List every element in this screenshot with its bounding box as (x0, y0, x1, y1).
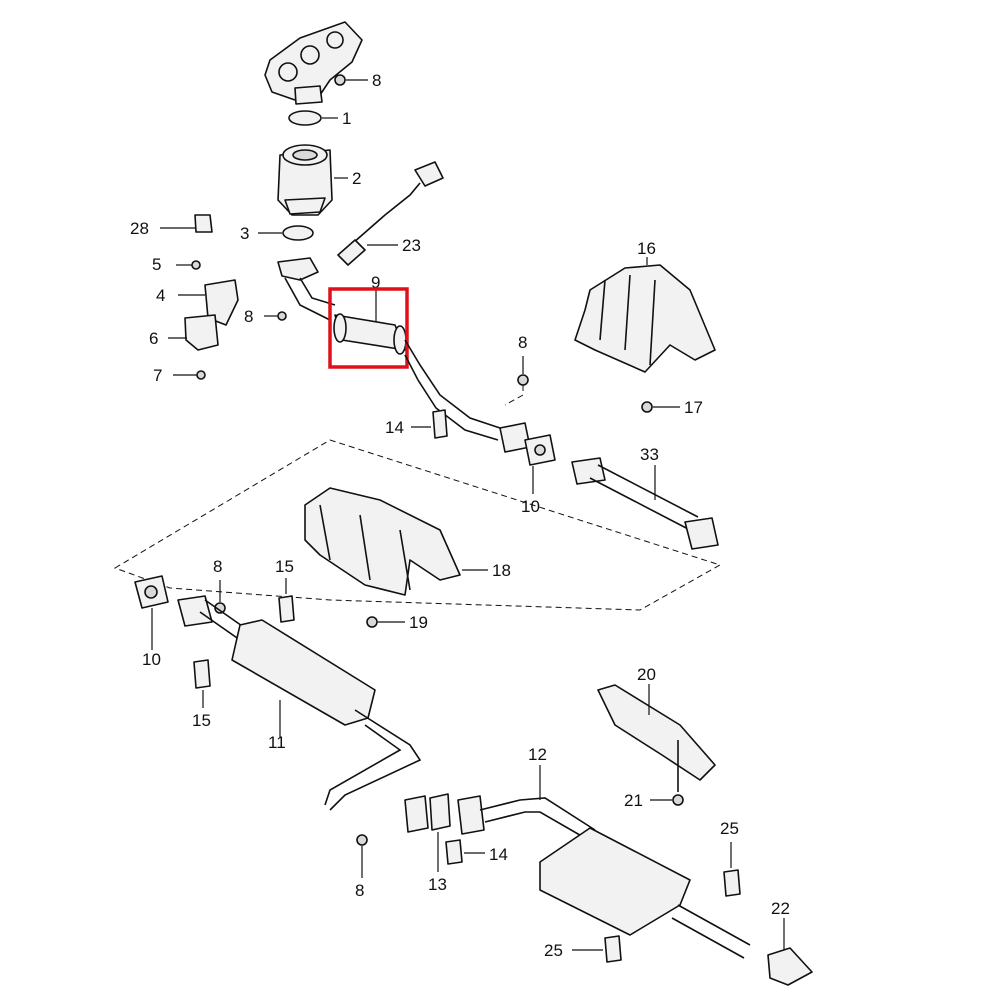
intermediate-pipe (404, 339, 501, 429)
callout-20: 20 (637, 665, 656, 684)
nut-8-right (517, 374, 529, 386)
callout-25-bottom: 25 (544, 941, 563, 960)
hanger-25-bottom (604, 935, 622, 963)
callout-28: 28 (130, 219, 149, 238)
nut-21 (672, 794, 684, 806)
exhaust-manifold (264, 21, 363, 105)
oxygen-sensor-23 (337, 161, 444, 266)
heat-shield-16 (574, 264, 716, 373)
callout-16: 16 (637, 239, 656, 258)
callout-12: 12 (528, 745, 547, 764)
nut-8-mid (214, 602, 226, 614)
flexible-pipe-9 (333, 290, 407, 355)
callout-19: 19 (409, 613, 428, 632)
callout-4: 4 (156, 286, 165, 305)
callout-5: 5 (152, 255, 161, 274)
hanger-14-upper (432, 409, 448, 439)
hanger-14-lower (445, 839, 463, 865)
callout-13: 13 (428, 875, 447, 894)
flange-10-upper (499, 422, 556, 466)
callout-21: 21 (624, 791, 643, 810)
bracket-assembly-4 (184, 260, 239, 380)
callout-17: 17 (684, 398, 703, 417)
front-pipe (277, 257, 336, 321)
callout-15-upper: 15 (275, 557, 294, 576)
gasket-1 (288, 110, 322, 126)
callout-25-right: 25 (720, 819, 739, 838)
pipe-33 (571, 457, 719, 550)
callout-15-lower: 15 (192, 711, 211, 730)
bracket-28 (194, 214, 213, 233)
callout-14-lower: 14 (489, 845, 508, 864)
callout-7: 7 (153, 366, 162, 385)
gasket-3 (282, 225, 314, 241)
callout-23: 23 (402, 236, 421, 255)
callout-8-bottom: 8 (355, 881, 364, 900)
assembly-boundary (113, 439, 722, 611)
callout-9: 9 (371, 273, 380, 292)
nut-19 (366, 616, 378, 628)
heat-shield-18 (304, 487, 461, 596)
callout-10-upper: 10 (521, 497, 540, 516)
nut-8-front (277, 311, 287, 321)
callout-8-mid: 8 (213, 557, 222, 576)
callout-33: 33 (640, 445, 659, 464)
callout-22: 22 (771, 899, 790, 918)
hanger-15-upper (278, 595, 295, 623)
callout-6: 6 (149, 329, 158, 348)
rear-muffler-12 (479, 797, 751, 959)
callout-11: 11 (268, 733, 286, 752)
callout-1: 1 (342, 109, 351, 128)
callout-8-manifold: 8 (372, 71, 381, 90)
callout-3: 3 (240, 224, 249, 243)
nut-8-bottom (356, 834, 368, 846)
hanger-25-right (723, 869, 741, 897)
callout-8-front: 8 (244, 307, 253, 326)
callout-14-upper: 14 (385, 418, 404, 437)
gasket-13 (404, 793, 485, 835)
catalytic-converter-2 (277, 144, 333, 216)
callout-2: 2 (352, 169, 361, 188)
callout-8-right: 8 (518, 333, 527, 352)
callout-10-lower: 10 (142, 650, 161, 669)
highlight-box-part-9 (328, 287, 409, 369)
nut-8-manifold (334, 74, 346, 86)
heat-shield-20 (597, 684, 716, 792)
nut-17 (641, 401, 653, 413)
center-muffler-11 (177, 595, 422, 811)
tail-pipe-tip-22 (767, 947, 813, 986)
hanger-15-lower (193, 659, 211, 689)
callout-18: 18 (492, 561, 511, 580)
